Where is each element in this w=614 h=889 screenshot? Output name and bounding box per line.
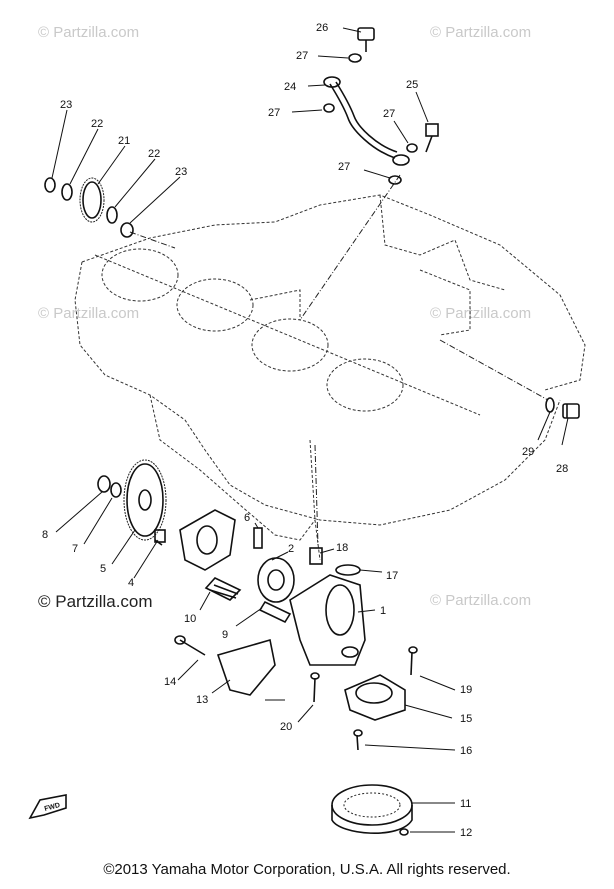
callout-27-bottom: 27 [338, 161, 350, 173]
callout-27-right: 27 [383, 108, 395, 120]
watermark-top-left: © Partzilla.com [38, 24, 140, 41]
copyright-notice: ©2013 Yamaha Motor Corporation, U.S.A. A… [103, 861, 511, 878]
callout-7: 7 [72, 543, 78, 555]
axis-lines [129, 174, 549, 546]
callout-28: 28 [556, 463, 568, 475]
callout-11: 11 [460, 798, 471, 810]
watermark-mid-right: © Partzilla.com [430, 305, 532, 322]
callout-24: 24 [284, 81, 296, 93]
callout-6: 6 [244, 512, 250, 524]
callout-1: 1 [380, 605, 386, 617]
callout-5: 5 [100, 563, 106, 575]
callout-20: 20 [280, 721, 292, 733]
callout-16: 16 [460, 745, 472, 757]
oil-pipe-assembly [323, 27, 439, 185]
callout-4: 4 [128, 577, 134, 589]
engine-block-outline [74, 194, 586, 561]
callout-27-top: 27 [296, 50, 308, 62]
leader-lines [51, 27, 569, 833]
watermark-center-right: © Partzilla.com [430, 592, 532, 609]
watermark-top-right: © Partzilla.com [430, 24, 532, 41]
callout-29: 29 [522, 446, 534, 458]
forward-arrow-label: FWD [44, 802, 61, 813]
callout-23-lower: 23 [175, 166, 187, 178]
watermark-mid-left: © Partzilla.com [38, 305, 140, 322]
callout-26: 26 [316, 22, 328, 34]
callout-22-top: 22 [91, 118, 103, 130]
callout-numbers: 26 27 24 27 25 27 27 23 22 21 22 23 29 2… [42, 22, 568, 839]
callout-19: 19 [460, 684, 472, 696]
callout-9: 9 [222, 629, 228, 641]
callout-13: 13 [196, 694, 208, 706]
callout-18: 18 [336, 542, 348, 554]
callout-22-lower: 22 [148, 148, 160, 160]
callout-2: 2 [288, 543, 294, 555]
driven-gear-assembly [97, 459, 167, 546]
callout-14: 14 [164, 676, 176, 688]
callout-15: 15 [460, 713, 472, 725]
callout-17: 17 [386, 570, 398, 582]
lower-parts [174, 635, 418, 836]
callout-23-top: 23 [60, 99, 72, 111]
drain-plug-assembly [545, 397, 580, 419]
drive-gear-assembly [44, 177, 134, 238]
watermark-center-left: © Partzilla.com [38, 592, 153, 611]
callout-21: 21 [118, 135, 130, 147]
callout-25: 25 [406, 79, 418, 91]
callout-27-left: 27 [268, 107, 280, 119]
callout-10: 10 [184, 613, 196, 625]
callout-12: 12 [460, 827, 472, 839]
forward-arrow: FWD [28, 794, 67, 820]
callout-8: 8 [42, 529, 48, 541]
